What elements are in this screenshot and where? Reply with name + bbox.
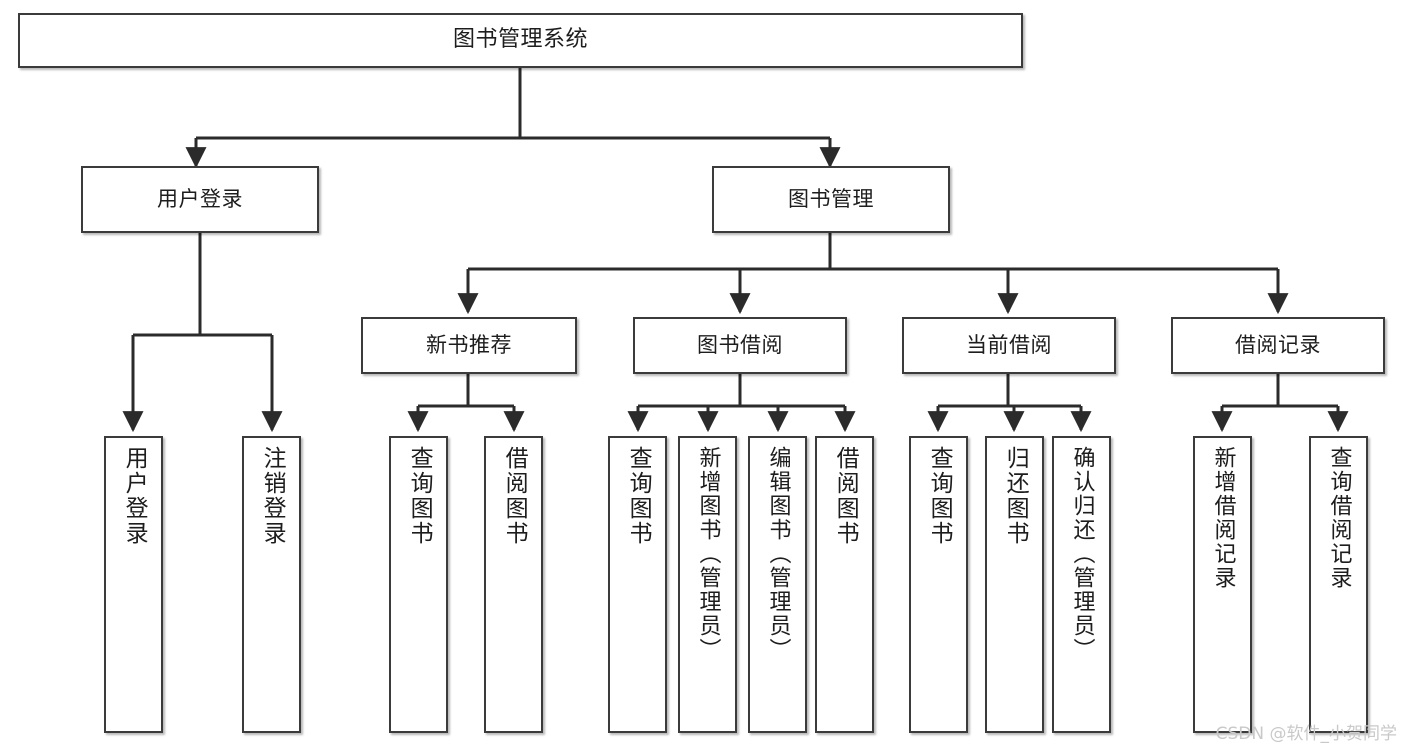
node-root-book-management-system[interactable]: 图书管理系统 (18, 13, 1023, 68)
node-label: 借阅图书 (832, 446, 859, 546)
node-borrow-record[interactable]: 借阅记录 (1171, 317, 1385, 374)
node-leaf-borrow-book-borrow[interactable]: 借阅图书 (815, 436, 874, 733)
node-label: 新增图书（管理员） (695, 446, 721, 662)
node-book-management[interactable]: 图书管理 (712, 166, 950, 233)
edges-book-manage (457, 233, 1289, 315)
node-leaf-borrow-book-recommend[interactable]: 借阅图书 (484, 436, 543, 733)
node-leaf-return-book[interactable]: 归还图书 (985, 436, 1044, 733)
node-leaf-query-book-recommend[interactable]: 查询图书 (389, 436, 448, 733)
node-label: 编辑图书（管理员） (765, 446, 791, 662)
node-new-book-recommend[interactable]: 新书推荐 (361, 317, 577, 374)
node-label: 新增借阅记录 (1210, 446, 1236, 590)
node-label: 查询图书 (406, 446, 433, 546)
node-label: 图书管理系统 (452, 27, 588, 53)
node-leaf-query-book-current[interactable]: 查询图书 (909, 436, 968, 733)
node-label: 当前借阅 (966, 332, 1052, 357)
node-label: 新书推荐 (426, 332, 512, 357)
node-label: 查询图书 (625, 446, 652, 546)
node-leaf-query-book-borrow[interactable]: 查询图书 (608, 436, 667, 733)
edges-root (185, 68, 841, 169)
node-label: 借阅图书 (501, 446, 528, 546)
node-leaf-user-logout[interactable]: 注销登录 (242, 436, 301, 733)
node-leaf-user-login[interactable]: 用户登录 (104, 436, 163, 733)
node-book-borrow[interactable]: 图书借阅 (633, 317, 847, 374)
edges-user-login (122, 233, 283, 433)
edges-new-book-recommend (407, 374, 525, 433)
watermark-text: CSDN @软件_小贺同学 (1215, 724, 1397, 744)
node-label: 确认归还（管理员） (1069, 446, 1095, 662)
node-leaf-add-borrow-record[interactable]: 新增借阅记录 (1193, 436, 1252, 733)
node-label: 用户登录 (157, 186, 243, 211)
node-label: 图书管理 (788, 186, 874, 211)
edges-borrow-record (1211, 374, 1349, 433)
node-label: 查询借阅记录 (1326, 446, 1352, 590)
node-leaf-add-book-admin[interactable]: 新增图书（管理员） (678, 436, 737, 733)
node-label: 注销登录 (259, 446, 286, 546)
edges-book-borrow (627, 374, 856, 433)
node-label: 借阅记录 (1235, 332, 1321, 357)
node-current-borrow[interactable]: 当前借阅 (902, 317, 1116, 374)
node-label: 图书借阅 (697, 332, 783, 357)
node-user-login[interactable]: 用户登录 (81, 166, 319, 233)
node-label: 查询图书 (926, 446, 953, 546)
edges-current-borrow (927, 374, 1092, 433)
node-label: 归还图书 (1002, 446, 1029, 546)
node-label: 用户登录 (121, 446, 148, 546)
node-leaf-confirm-return-admin[interactable]: 确认归还（管理员） (1052, 436, 1111, 733)
node-leaf-edit-book-admin[interactable]: 编辑图书（管理员） (748, 436, 807, 733)
node-leaf-query-borrow-record[interactable]: 查询借阅记录 (1309, 436, 1368, 733)
